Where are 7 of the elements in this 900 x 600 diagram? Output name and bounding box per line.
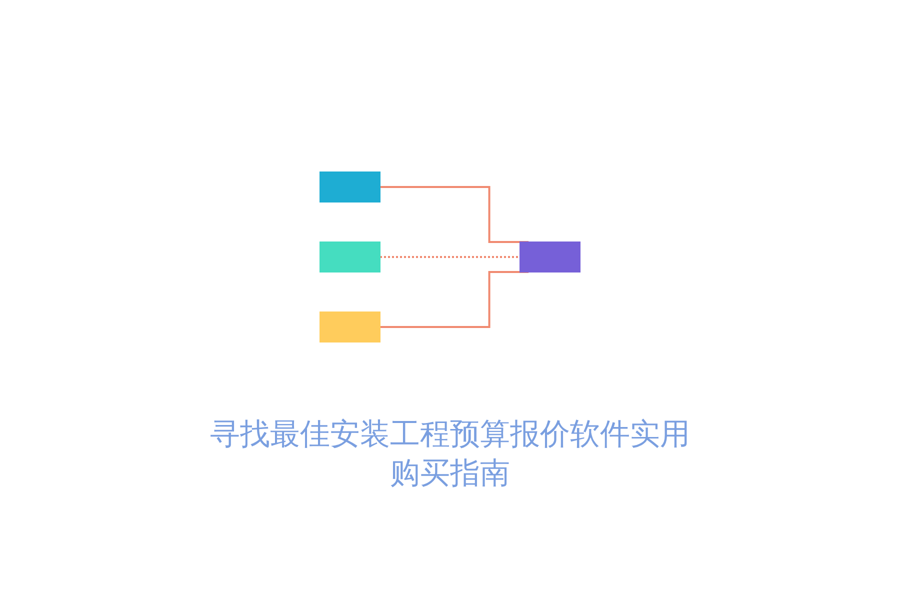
node-box xyxy=(320,242,380,272)
node-box xyxy=(320,172,380,202)
node-box xyxy=(320,312,380,342)
connector xyxy=(380,186,529,243)
diagram-title: 寻找最佳安装工程预算报价软件实用购买指南 xyxy=(210,416,690,493)
node-box xyxy=(520,242,580,272)
connector xyxy=(380,256,520,258)
